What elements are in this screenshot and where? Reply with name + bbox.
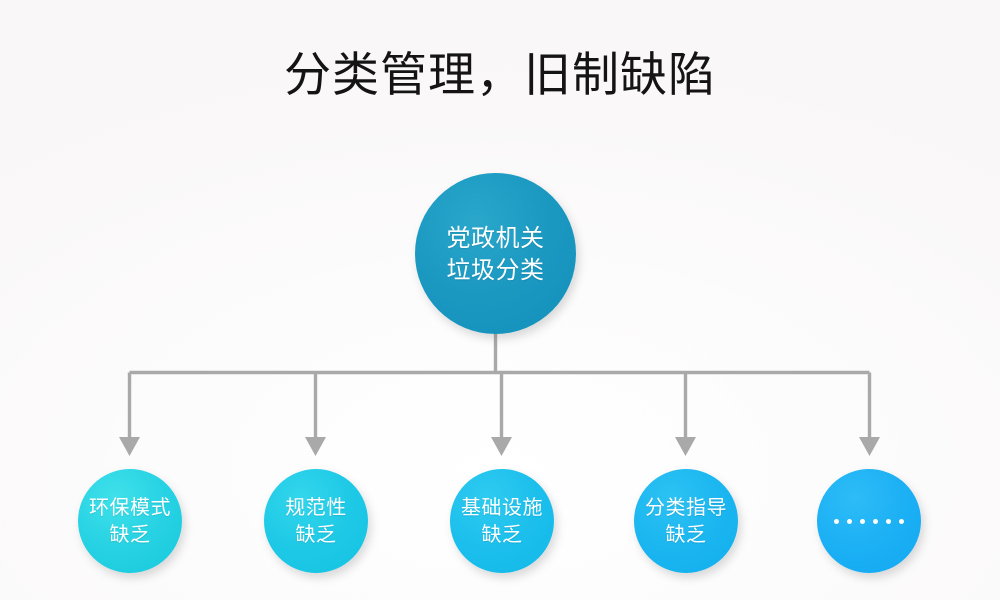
node-branch-2[interactable]: 基础设施 缺乏	[450, 469, 554, 573]
arrowhead-icon-3	[675, 437, 696, 456]
arrowhead-icon-2	[491, 437, 512, 456]
arrowhead-icon-4	[859, 437, 880, 456]
node-root[interactable]: 党政机关 垃圾分类	[415, 173, 576, 334]
arrowhead-icon-1	[305, 437, 326, 456]
arrowhead-icon-0	[119, 437, 140, 456]
ellipsis-icon	[834, 518, 904, 524]
page-title: 分类管理，旧制缺陷	[284, 48, 716, 103]
node-branch-4[interactable]	[817, 469, 921, 573]
node-branch-0-label: 环保模式 缺乏	[89, 495, 171, 546]
node-branch-2-label: 基础设施 缺乏	[461, 495, 543, 546]
node-branch-3-label: 分类指导 缺乏	[645, 495, 727, 546]
node-root-label: 党政机关 垃圾分类	[446, 223, 545, 284]
node-branch-1-label: 规范性 缺乏	[285, 495, 347, 546]
node-branch-0[interactable]: 环保模式 缺乏	[78, 469, 182, 573]
node-branch-3[interactable]: 分类指导 缺乏	[634, 469, 738, 573]
node-branch-1[interactable]: 规范性 缺乏	[264, 469, 368, 573]
